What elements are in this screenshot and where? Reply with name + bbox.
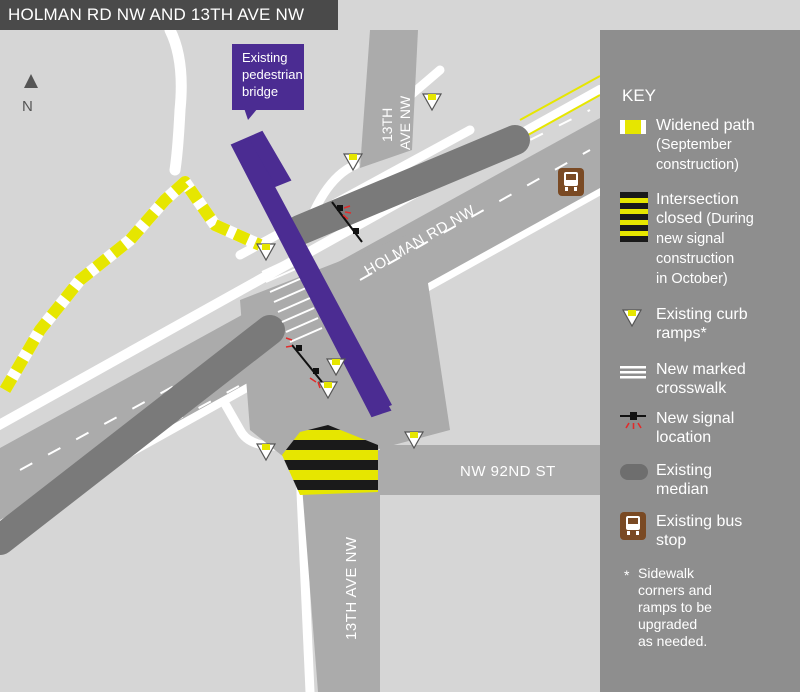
- callout-line2: pedestrian: [242, 67, 303, 82]
- curb-ramp-icon: [403, 431, 425, 450]
- key-bus-stop: Existing bus stop: [656, 513, 743, 549]
- median-swatch: [620, 464, 648, 480]
- key-widened-path-label: Widened path: [656, 117, 755, 134]
- bus-stop-icon: [620, 512, 646, 540]
- nw-92nd-st-label: NW 92ND ST: [460, 463, 556, 480]
- intersection-closed-swatch: [620, 192, 648, 242]
- callout-line3: bridge: [242, 84, 278, 99]
- map-title: HOLMAN RD NW AND 13TH AVE NW: [8, 5, 305, 24]
- north-label: N: [22, 98, 33, 115]
- center-lines: [519, 75, 601, 136]
- crosswalk: [261, 257, 323, 343]
- curb-ramp-icon: [621, 309, 643, 328]
- bridge-callout: Existing pedestrian bridge: [232, 44, 304, 120]
- 13th-ave-north-roadway: [360, 30, 418, 168]
- key-title: KEY: [622, 86, 657, 105]
- signal-icon: [620, 412, 646, 429]
- new-signals: [285, 201, 363, 389]
- curb-ramps: [255, 93, 443, 462]
- key-crosswalk: New marked crosswalk: [656, 361, 746, 397]
- widened-path: [0, 176, 263, 394]
- key-note: Sidewalk corners and ramps to be upgrade…: [638, 565, 712, 649]
- north-arrow-icon: [24, 74, 38, 88]
- 13th-ave-north-label-2: AVE NW: [397, 95, 413, 150]
- signal-icon: [331, 201, 363, 243]
- curb-ramp-icon: [325, 358, 347, 377]
- curb-ramp-icon: [255, 443, 277, 462]
- key-median: Existing median: [656, 462, 713, 498]
- curb-ramp-icon: [342, 153, 364, 172]
- key-intersection-closed-sub: (During new signal construction in Octob…: [656, 211, 754, 287]
- curb-ramp-icon: [255, 243, 277, 262]
- crosswalk-swatch: [620, 366, 646, 379]
- 13th-ave-south-roadway: [300, 450, 380, 692]
- intersection-closed-area: [282, 425, 378, 495]
- widened-path-swatch: [620, 120, 646, 134]
- key-curb-ramps: Existing curb ramps*: [656, 306, 748, 342]
- key-intersection-closed-label: Intersection closed: [656, 191, 739, 227]
- medians: [0, 125, 530, 555]
- key-note-star: *: [624, 567, 630, 583]
- bus-stop-icon: [558, 168, 584, 196]
- key-signal: New signal location: [656, 410, 735, 446]
- title-bar: HOLMAN RD NW AND 13TH AVE NW: [0, 0, 338, 30]
- key-widened-path-sub: (September construction): [656, 137, 740, 173]
- key-widened-path: Widened path (September construction): [656, 116, 755, 175]
- curb-ramp-icon: [421, 93, 443, 112]
- callout-line1: Existing: [242, 50, 288, 65]
- signal-icon: [285, 337, 323, 389]
- 13th-ave-north-label-1: 13TH: [379, 108, 395, 142]
- nw-92nd-st-roadway: [380, 445, 600, 495]
- 13th-ave-south-label: 13TH AVE NW: [343, 536, 360, 640]
- map-key: KEY Widened path (September construction)…: [600, 30, 800, 692]
- curb-ramp-icon: [317, 381, 339, 400]
- pedestrian-bridge-span: [232, 140, 392, 412]
- key-intersection-closed: Intersection closed (During new signal c…: [656, 190, 754, 289]
